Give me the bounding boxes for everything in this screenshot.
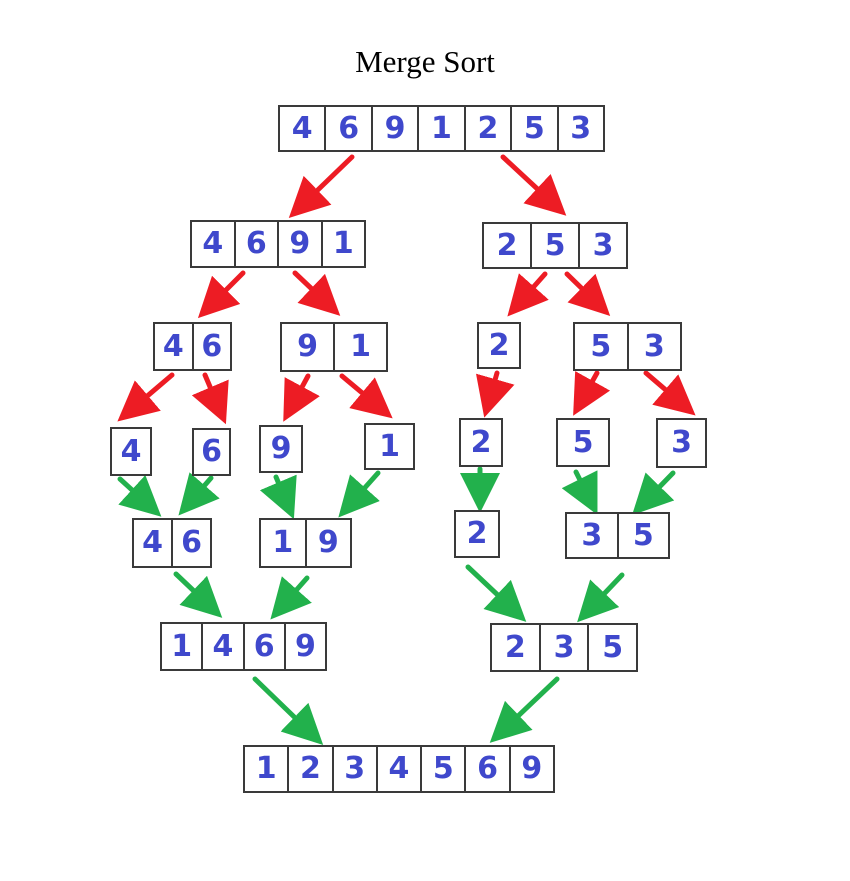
cell: 3 bbox=[331, 747, 376, 791]
diagram-title: Merge Sort bbox=[355, 44, 495, 79]
node-merge-final: 1 2 3 4 5 6 9 bbox=[243, 745, 555, 793]
node-merge-19: 1 9 bbox=[259, 518, 352, 568]
split-arrow bbox=[191, 372, 229, 425]
cell: 9 bbox=[304, 520, 351, 566]
cell: 1 bbox=[255, 751, 277, 786]
merge-arrow bbox=[577, 572, 625, 623]
merge-arrow bbox=[489, 676, 560, 743]
cell: 2 bbox=[488, 327, 510, 363]
cell: 4 bbox=[201, 624, 242, 669]
merge-arrow bbox=[632, 470, 676, 516]
cell: 1 bbox=[417, 107, 463, 150]
cell: 1 bbox=[333, 324, 386, 370]
node-merge-2: 2 bbox=[454, 510, 500, 558]
merge-arrow bbox=[270, 575, 312, 620]
cell: 6 bbox=[201, 434, 222, 469]
cell: 3 bbox=[578, 224, 626, 267]
node-merge-235: 2 3 5 bbox=[490, 623, 638, 672]
cell: 1 bbox=[379, 428, 400, 464]
merge-arrow bbox=[173, 571, 223, 618]
split-arrow bbox=[507, 271, 549, 317]
cell: 3 bbox=[626, 324, 681, 369]
cell: 3 bbox=[671, 425, 692, 460]
cell: 5 bbox=[587, 625, 636, 670]
node-split-53: 5 3 bbox=[573, 322, 682, 371]
cell: 3 bbox=[581, 517, 603, 553]
cell: 9 bbox=[277, 222, 321, 266]
cell: 5 bbox=[530, 224, 578, 267]
split-arrow bbox=[288, 154, 355, 218]
cell: 6 bbox=[242, 624, 284, 669]
split-arrow bbox=[500, 154, 567, 216]
split-arrow bbox=[573, 370, 611, 416]
merge-arrow bbox=[252, 676, 324, 745]
cell: 2 bbox=[287, 747, 331, 791]
cell: 2 bbox=[466, 516, 488, 551]
node-root: 4 6 9 1 2 5 3 bbox=[278, 105, 605, 152]
node-single-2: 2 bbox=[459, 418, 503, 467]
merge-arrow bbox=[178, 472, 220, 516]
node-split-46: 4 6 bbox=[153, 322, 232, 371]
node-single-3: 3 bbox=[656, 418, 707, 468]
cell: 5 bbox=[420, 747, 464, 791]
cell: 2 bbox=[463, 107, 510, 150]
node-single-4: 4 bbox=[110, 427, 152, 476]
cell: 2 bbox=[470, 424, 492, 460]
cell: 2 bbox=[496, 227, 518, 263]
node-merge-35: 3 5 bbox=[565, 512, 670, 559]
merge-arrow bbox=[561, 469, 598, 515]
split-arrow bbox=[117, 372, 175, 422]
cell: 6 bbox=[171, 520, 210, 566]
cell: 2 bbox=[504, 629, 526, 665]
merge-arrow bbox=[465, 564, 527, 622]
cell: 6 bbox=[233, 222, 278, 266]
cell: 6 bbox=[464, 747, 508, 791]
node-split-91: 9 1 bbox=[280, 322, 388, 372]
cell: 5 bbox=[510, 107, 556, 150]
split-arrow bbox=[283, 373, 320, 422]
cell: 4 bbox=[375, 747, 420, 791]
node-split-4691: 4 6 9 1 bbox=[190, 220, 366, 268]
cell: 3 bbox=[538, 625, 588, 670]
node-single-5: 5 bbox=[556, 418, 610, 467]
cell: 9 bbox=[283, 624, 325, 669]
node-split-2: 2 bbox=[477, 322, 521, 369]
node-merge-46: 4 6 bbox=[132, 518, 212, 568]
node-single-1: 1 bbox=[364, 423, 415, 470]
split-arrow bbox=[476, 370, 515, 418]
split-arrow bbox=[339, 373, 393, 419]
merge-arrow bbox=[259, 474, 297, 520]
cell: 4 bbox=[291, 110, 313, 146]
merge-arrow bbox=[117, 475, 162, 517]
cell: 5 bbox=[616, 514, 669, 557]
split-arrow bbox=[643, 370, 696, 416]
cell: 9 bbox=[508, 747, 553, 791]
cell: 5 bbox=[572, 424, 594, 460]
cell: 6 bbox=[324, 107, 370, 150]
split-arrow bbox=[292, 270, 341, 316]
split-arrow bbox=[564, 271, 611, 316]
node-single-9: 9 bbox=[259, 425, 303, 473]
cell: 1 bbox=[272, 525, 294, 560]
cell: 5 bbox=[590, 328, 612, 364]
cell: 9 bbox=[270, 431, 292, 466]
cell: 4 bbox=[162, 328, 184, 364]
cell: 6 bbox=[191, 324, 231, 369]
node-single-6: 6 bbox=[192, 428, 231, 476]
node-split-253: 2 5 3 bbox=[482, 222, 628, 269]
cell: 3 bbox=[556, 107, 603, 150]
cell: 9 bbox=[297, 329, 318, 364]
cell: 1 bbox=[320, 222, 365, 266]
split-arrow bbox=[197, 270, 246, 319]
cell: 4 bbox=[202, 226, 224, 261]
node-merge-1469: 1 4 6 9 bbox=[160, 622, 327, 671]
cell: 1 bbox=[171, 628, 193, 664]
merge-arrow bbox=[338, 470, 381, 518]
cell: 4 bbox=[120, 433, 142, 469]
cell: 4 bbox=[142, 525, 163, 560]
cell: 9 bbox=[370, 107, 417, 150]
